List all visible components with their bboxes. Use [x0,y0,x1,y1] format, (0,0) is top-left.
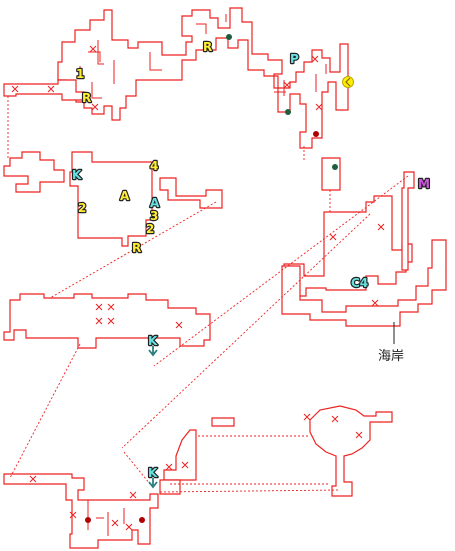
marker-a-center: A [120,189,130,203]
top-cave-wall [57,7,349,149]
x-mark [11,85,19,93]
lower-middle-area [148,417,235,495]
marker-m: M [418,177,430,191]
lower-stub-wall [159,479,181,495]
marker-r-top: R [203,40,212,54]
item-dot-icon [85,517,91,523]
down-arrow-icon [148,478,158,489]
marker-r-left: R [82,91,91,105]
item-dot-icon [313,131,319,137]
marker-2-right: 2 [146,222,154,236]
west-room-wall [3,151,65,193]
marker-k-low: K [148,466,158,480]
upper-corridor-wall [3,79,85,101]
bottom-inner-walls [87,500,125,536]
marker-3: 3 [150,209,158,223]
bottom-complex-wall [3,473,159,549]
marker-4: 4 [150,159,158,173]
x-mark [303,413,311,421]
item-dot-icon [285,109,291,115]
shaft-room-wall [321,157,341,191]
upper-corridor [3,79,85,101]
down-arrow-icon [148,346,158,357]
top-cave-x-marks [89,45,323,111]
exit-arrow-icon [345,77,351,87]
link-coast-to-lower [121,213,371,449]
small-ledge-wall [211,417,235,427]
connections [7,96,409,493]
coast-room-wall [283,195,413,297]
marker-r-mid: R [132,241,141,255]
item-dot-icon [139,517,145,523]
coast-x-marks [329,223,385,307]
central-room-wall [69,151,153,247]
marker-k-west: K [72,168,82,182]
long-cave-x-marks [95,303,183,329]
x-mark [355,431,363,439]
top-cave-area [57,7,354,149]
marker-2-left: 2 [78,201,86,215]
bottom-x-marks [29,475,137,531]
bottom-complex [3,473,159,549]
exit-marker-icon[interactable] [342,76,354,88]
hook-corridor-wall [159,177,223,209]
x-mark [331,415,339,423]
link-long-cave-to-bottom [9,343,81,479]
coast-label: 海岸 [378,349,404,364]
long-cave [3,293,211,357]
link-pillar-to-long-cave [153,175,409,367]
item-dot-icon [226,34,232,40]
link-curve-to-chamber-b [159,489,341,493]
marker-k-mid: K [148,334,158,348]
x-mark [47,85,55,93]
central-room [69,151,223,247]
west-small-room [3,151,65,193]
curved-wall [163,429,197,481]
marker-c4: C4 [351,276,368,290]
marker-1: 1 [76,67,84,81]
item-dot-icon [332,164,338,170]
coast-shore-wall [281,239,447,327]
lower-right-area [303,405,393,497]
marker-a-cyan: A [150,196,160,210]
x-mark [181,461,189,469]
x-mark [165,463,173,471]
link-arrow-to-lower [123,451,151,485]
marker-p: P [290,52,299,66]
round-chamber-wall [309,405,393,497]
long-cave-wall [3,293,211,349]
marker-labels: 1 R R P K 4 A A 3 2 2 R K K M C4 海岸 [71,39,431,481]
